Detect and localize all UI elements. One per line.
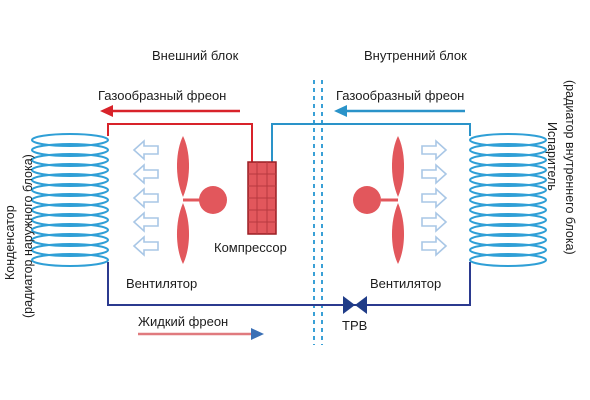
compressor-label: Компрессор <box>214 240 287 255</box>
condenser-sub-label: (радиатор наружного блока) <box>21 154 35 318</box>
gas-freon-arrow-right <box>334 105 465 117</box>
gas-freon-arrow-left <box>100 105 240 117</box>
gas-freon-label-left: Газообразный фреон <box>98 88 226 103</box>
trv-label: TPB <box>342 318 367 333</box>
evaporator-sub-label: (радиатор внутреннего блока) <box>563 80 577 255</box>
evaporator-coil-icon <box>469 133 547 267</box>
liquid-freon-arrow <box>138 328 264 340</box>
fan-label-left: Вентилятор <box>126 276 197 291</box>
fan-label-right: Вентилятор <box>370 276 441 291</box>
condenser-coil-icon <box>31 133 109 267</box>
fan-icon <box>176 136 227 264</box>
liquid-freon-label: Жидкий фреон <box>138 314 228 329</box>
condenser-label: Конденсатор <box>3 205 17 280</box>
airflow-arrow-icon <box>132 139 159 257</box>
refrigerant-piping <box>107 123 471 306</box>
indoor-unit-title: Внутренний блок <box>364 48 467 63</box>
evaporator-label: Испаритель <box>545 122 559 191</box>
compressor-icon <box>247 161 277 235</box>
outdoor-unit-title: Внешний блок <box>152 48 239 63</box>
gas-freon-label-right: Газообразный фреон <box>336 88 464 103</box>
airflow-arrow-icon <box>421 139 448 257</box>
fan-icon <box>353 136 405 264</box>
expansion-valve-icon <box>343 296 367 314</box>
